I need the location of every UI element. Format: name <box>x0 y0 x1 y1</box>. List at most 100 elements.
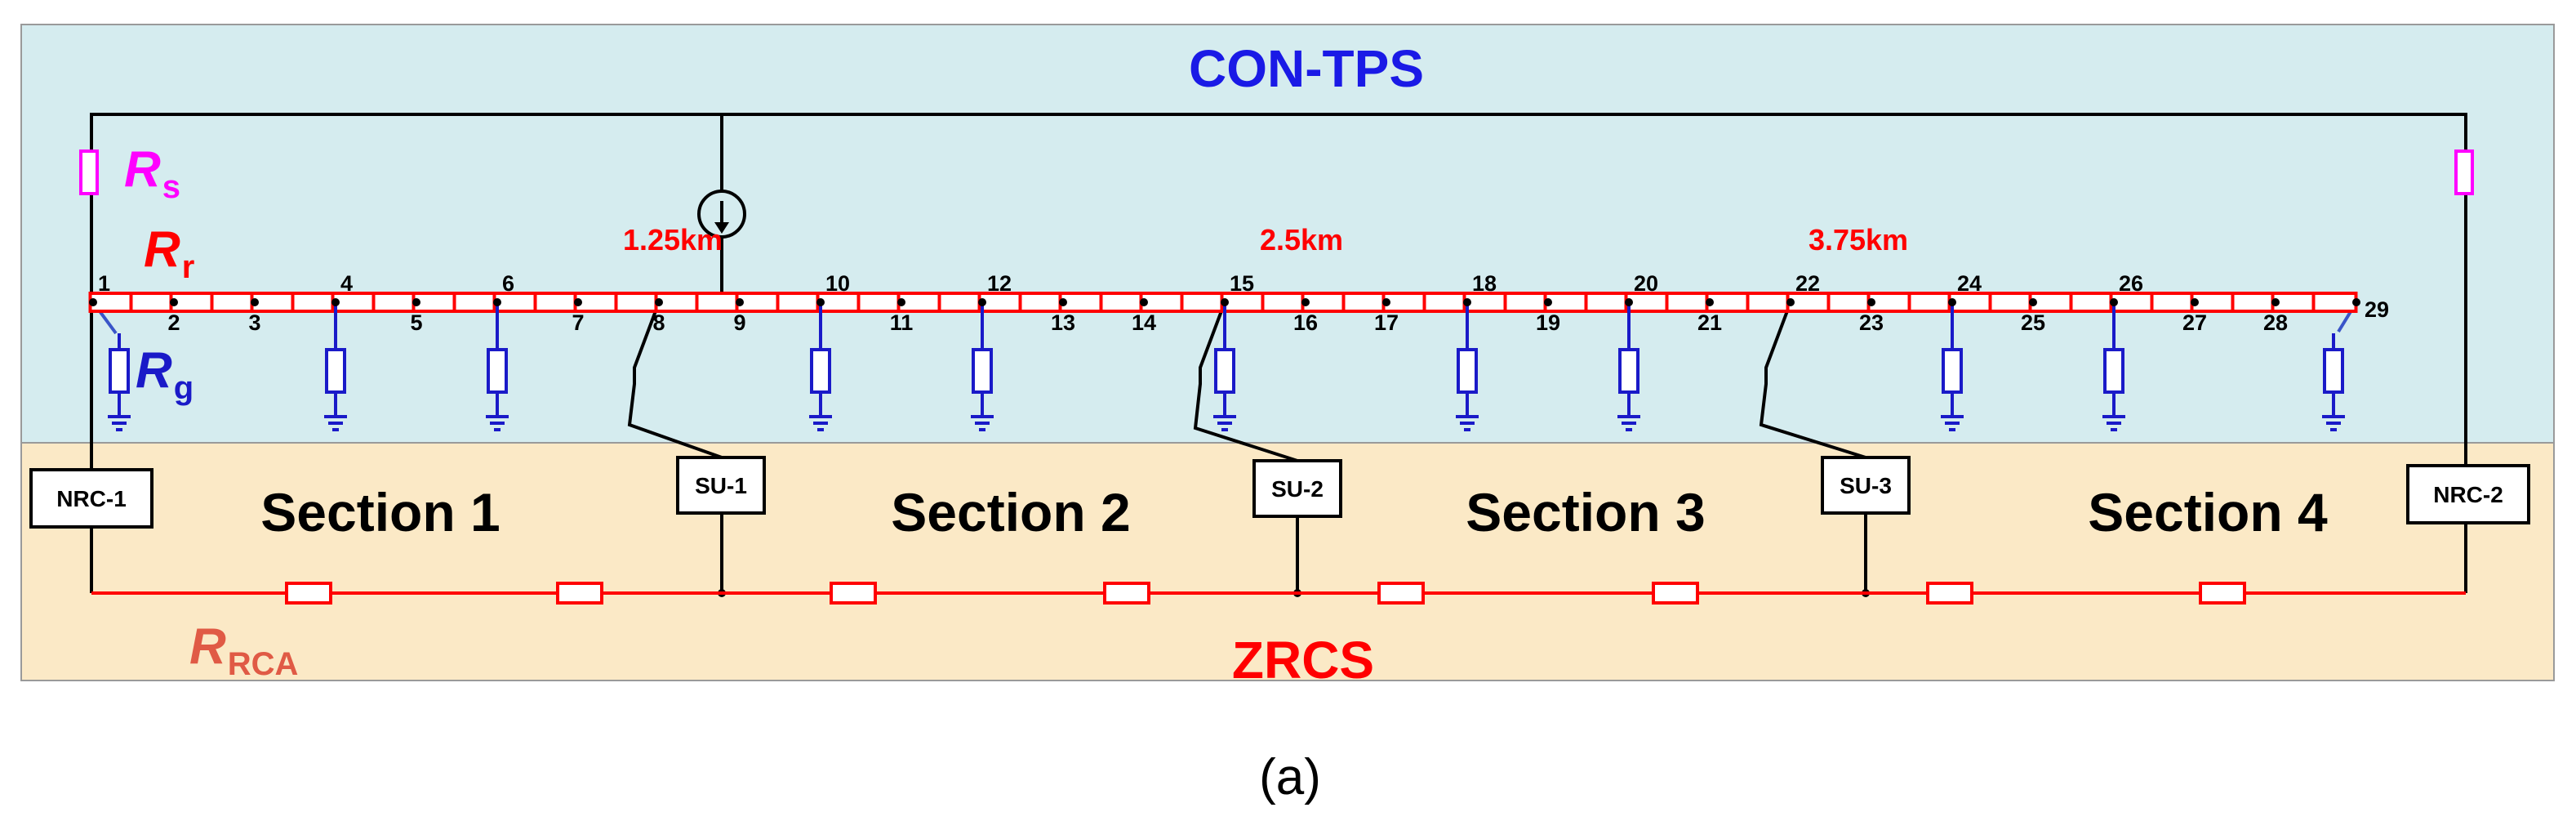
su-3-box: SU-3 <box>1821 456 1911 515</box>
node-dot-3 <box>251 298 259 306</box>
node-dot-27 <box>2191 298 2199 306</box>
rail-resistor <box>452 292 499 313</box>
node-label-27: 27 <box>2182 310 2207 335</box>
node-label-6: 6 <box>502 271 514 296</box>
node-dot-2 <box>170 298 178 306</box>
su-3-rail-wire <box>1759 301 1866 459</box>
su-1-rail-wire <box>627 301 723 459</box>
node-label-21: 21 <box>1697 310 1722 335</box>
figure-caption: (a) <box>1259 749 1321 805</box>
rail-resistor <box>1018 292 1065 313</box>
rail-resistor <box>695 292 741 313</box>
node-label-20: 20 <box>1634 271 1658 296</box>
node-dot-23 <box>1867 298 1875 306</box>
rail-resistor <box>1422 292 1469 313</box>
ground-resistor-node-26 <box>2103 348 2124 394</box>
node-dot-20 <box>1625 298 1633 306</box>
ground-resistor-node-29 <box>2323 348 2344 394</box>
ground-resistors <box>108 302 2345 431</box>
rail-resistor <box>1826 292 1873 313</box>
rail-resistor <box>1665 292 1711 313</box>
node-dot-10 <box>816 298 825 306</box>
rail-resistor <box>210 292 256 313</box>
rail-resistor <box>2311 292 2358 313</box>
rail-resistor <box>1503 292 1550 313</box>
zrcs-title: ZRCS <box>1232 631 1374 689</box>
rail-resistor <box>129 292 176 313</box>
ground-resistor-node-1 <box>109 348 130 394</box>
node-dot-6 <box>493 298 501 306</box>
rr-label: Rr <box>144 221 194 285</box>
distance-label-1: 1.25km <box>623 223 723 257</box>
node-label-23: 23 <box>1859 310 1884 335</box>
rs-resistor-left <box>79 149 99 195</box>
ground-resistor-node-6 <box>487 348 508 394</box>
rca-resistor <box>285 582 332 605</box>
node-dot-9 <box>736 298 744 306</box>
ground-resistor-node-18 <box>1457 348 1478 394</box>
node-label-4: 4 <box>340 271 353 296</box>
nrc-1-box: NRC-1 <box>29 468 153 529</box>
node-label-9: 9 <box>733 310 745 335</box>
nrc-2-box: NRC-2 <box>2406 464 2530 524</box>
node-label-1: 1 <box>98 271 110 296</box>
rg-label: Rg <box>136 342 194 406</box>
su-2-box: SU-2 <box>1252 459 1342 518</box>
node-dot-24 <box>1948 298 1956 306</box>
node-label-28: 28 <box>2263 310 2288 335</box>
node-dot-15 <box>1221 298 1229 306</box>
rail-resistor <box>371 292 418 313</box>
rs-resistor-right <box>2454 149 2474 195</box>
rrca-label: RRCA <box>189 618 298 682</box>
node-dot-1 <box>89 298 97 306</box>
node-dot-5 <box>412 298 420 306</box>
con-tps-region <box>20 24 2555 444</box>
rca-resistor <box>1652 582 1699 605</box>
rail-resistor <box>2231 292 2277 313</box>
node-label-2: 2 <box>167 310 180 335</box>
rca-resistor <box>1926 582 1973 605</box>
node-dot-11 <box>897 298 905 306</box>
node-label-24: 24 <box>1957 271 1982 296</box>
node-dot-17 <box>1382 298 1390 306</box>
section-label-3: Section 3 <box>1466 482 1705 542</box>
node-label-13: 13 <box>1051 310 1075 335</box>
node-dot-29 <box>2352 298 2360 306</box>
section-label-2: Section 2 <box>891 482 1130 542</box>
ground-resistor-node-20 <box>1618 348 1639 394</box>
node-dot-22 <box>1786 298 1795 306</box>
node-dot-16 <box>1301 298 1310 306</box>
su-2-rail-wire <box>1193 301 1298 462</box>
node-label-5: 5 <box>410 310 422 335</box>
node-dot-8 <box>655 298 663 306</box>
rail-resistor <box>937 292 984 313</box>
svg-text:SU-3: SU-3 <box>1840 473 1892 498</box>
rail-resistor <box>1261 292 1307 313</box>
con-tps-title: CON-TPS <box>1189 39 1424 98</box>
node-dot-25 <box>2029 298 2037 306</box>
node-dot-19 <box>1544 298 1552 306</box>
node-label-16: 16 <box>1293 310 1318 335</box>
svg-text:SU-2: SU-2 <box>1271 476 1324 502</box>
node-dot-28 <box>2271 298 2280 306</box>
svg-text:SU-1: SU-1 <box>695 473 747 498</box>
node-label-26: 26 <box>2119 271 2143 296</box>
node-label-8: 8 <box>652 310 665 335</box>
node-dot-4 <box>331 298 340 306</box>
node-label-15: 15 <box>1230 271 1254 296</box>
rail-resistor <box>776 292 822 313</box>
rail-resistor <box>1988 292 2035 313</box>
node-dot-13 <box>1059 298 1067 306</box>
node-label-12: 12 <box>987 271 1012 296</box>
rca-resistor <box>2199 582 2246 605</box>
rail-resistor <box>2069 292 2116 313</box>
su-1-box: SU-1 <box>676 456 766 515</box>
node-dot-18 <box>1463 298 1471 306</box>
ground-resistor-node-12 <box>972 348 993 394</box>
current-source-icon <box>697 190 746 239</box>
rca-resistor <box>1103 582 1150 605</box>
rail-resistor <box>1180 292 1226 313</box>
node-label-7: 7 <box>572 310 584 335</box>
svg-text:NRC-2: NRC-2 <box>2433 482 2503 507</box>
